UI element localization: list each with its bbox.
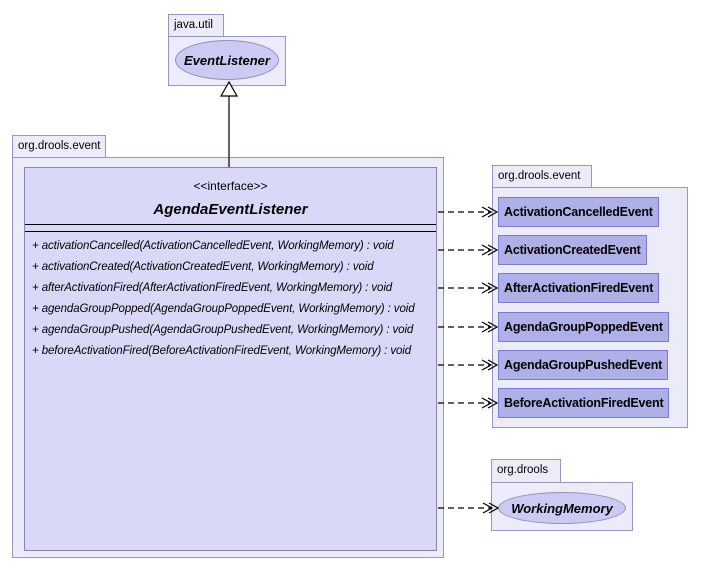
- package-label: java.util: [174, 19, 213, 31]
- package-tab-org-drools-event-right: org.drools.event: [492, 165, 592, 188]
- node-working-memory[interactable]: WorkingMemory: [498, 492, 626, 524]
- node-event-listener[interactable]: EventListener: [175, 40, 279, 80]
- node-agenda-event-listener[interactable]: <<interface>> AgendaEventListener + acti…: [24, 167, 437, 551]
- operations-compartment: + activationCancelled(ActivationCancelle…: [32, 236, 432, 362]
- node-agenda-group-popped-event[interactable]: AgendaGroupPoppedEvent: [498, 312, 669, 342]
- dependency-edge-agenda-group-popped: [438, 321, 499, 333]
- dependency-edge-working-memory: [438, 502, 500, 514]
- interface-name: AgendaEventListener: [153, 201, 308, 218]
- dependency-edge-agenda-group-pushed: [438, 359, 499, 371]
- method-activation-cancelled: + activationCancelled(ActivationCancelle…: [32, 240, 394, 252]
- node-activation-cancelled-event[interactable]: ActivationCancelledEvent: [498, 197, 659, 227]
- package-tab-org-drools: org.drools: [491, 459, 561, 483]
- generalization-edge: [219, 80, 239, 167]
- node-after-activation-fired-event[interactable]: AfterActivationFiredEvent: [498, 273, 660, 303]
- node-label: EventListener: [184, 52, 270, 68]
- node-agenda-group-pushed-event[interactable]: AgendaGroupPushedEvent: [498, 350, 669, 380]
- method-before-activation-fired: + beforeActivationFired(BeforeActivation…: [32, 345, 412, 357]
- dependency-edge-activation-created: [438, 244, 499, 256]
- node-label: WorkingMemory: [511, 500, 613, 516]
- dependency-edge-before-activation-fired: [438, 397, 499, 409]
- package-body-org-drools-event-right: [492, 187, 688, 428]
- method-activation-created: + activationCreated(ActivationCreatedEve…: [32, 261, 374, 273]
- dependency-edge-after-activation-fired: [438, 282, 499, 294]
- method-agenda-group-pushed: + agendaGroupPushed(AgendaGroupPushedEve…: [32, 324, 414, 336]
- method-after-activation-fired: + afterActivationFired(AfterActivationFi…: [32, 282, 393, 294]
- stereotype-label: <<interface>>: [193, 179, 268, 193]
- node-activation-created-event[interactable]: ActivationCreatedEvent: [498, 235, 647, 265]
- package-label: org.drools.event: [498, 170, 581, 182]
- package-tab-org-drools-event-left: org.drools.event: [12, 135, 106, 158]
- compartment-separator: [25, 224, 436, 225]
- package-label: org.drools.event: [18, 140, 101, 152]
- package-tab-java-util: java.util: [168, 14, 224, 37]
- compartment-separator: [25, 231, 436, 232]
- node-before-activation-fired-event[interactable]: BeforeActivationFiredEvent: [498, 388, 670, 418]
- package-label: org.drools: [497, 464, 549, 476]
- dependency-edge-activation-cancelled: [438, 206, 499, 218]
- method-agenda-group-popped: + agendaGroupPopped(AgendaGroupPoppedEve…: [32, 303, 415, 315]
